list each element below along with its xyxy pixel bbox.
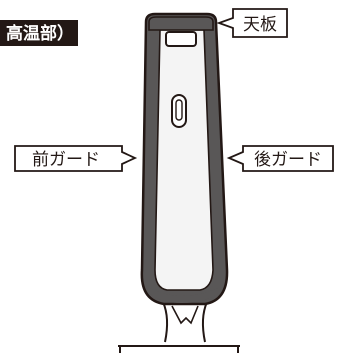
top-plate — [148, 16, 214, 31]
callout-rear-guard: 後ガード — [226, 145, 334, 172]
callout-front-guard-box — [14, 145, 138, 172]
display-window — [165, 31, 197, 47]
callout-top-plate: 天板 — [216, 8, 288, 38]
callout-top-plate-text: 天板 — [243, 15, 277, 35]
stand-leg-inner — [171, 305, 199, 325]
base-stand — [118, 301, 240, 353]
callout-front-guard: 前ガード — [14, 145, 138, 172]
heater-inner-body — [154, 29, 214, 291]
callout-rear-guard-box — [226, 145, 334, 172]
handle-slot-inner — [175, 99, 183, 121]
stand-leg — [162, 301, 208, 343]
title-band-text: 高温部） — [6, 23, 74, 44]
callout-top-plate-box — [216, 8, 288, 38]
title-band: 高温部） — [0, 20, 78, 46]
callout-rear-guard-text: 後ガード — [254, 150, 322, 170]
callout-front-guard-text: 前ガード — [32, 150, 100, 170]
bottom-band — [148, 288, 220, 303]
heater-body — [140, 12, 229, 306]
title-band-background — [0, 20, 78, 46]
